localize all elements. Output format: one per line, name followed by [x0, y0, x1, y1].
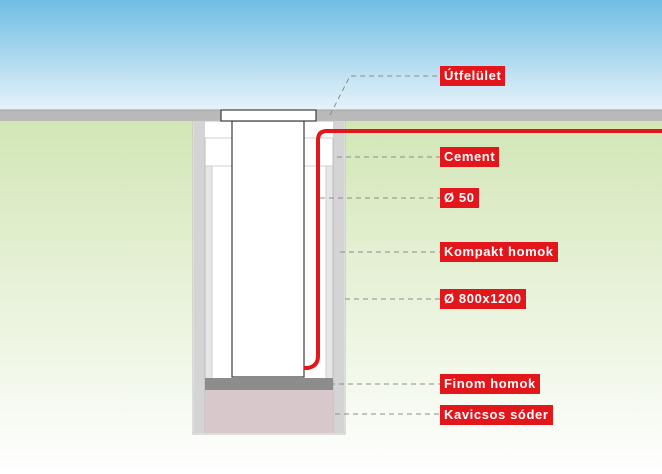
label-fine-sand: Finom homok [440, 374, 540, 394]
label-road-surface: Útfelület [440, 66, 506, 86]
road-surface [0, 110, 662, 121]
post-body [231, 120, 305, 378]
pit-wall-left-inner [205, 166, 212, 378]
pit-wall-left-outer [194, 121, 205, 433]
pit-wall-right-outer [333, 121, 344, 433]
post-cap [220, 109, 317, 122]
gravel-layer [205, 390, 333, 433]
label-hole-size: Ø 800x1200 [440, 289, 526, 309]
leader-lines [320, 75, 440, 415]
leader-road [329, 75, 440, 116]
label-pipe-diameter: Ø 50 [440, 188, 479, 208]
label-compact-sand: Kompakt homok [440, 242, 558, 262]
pit-wall-right-inner [326, 166, 333, 378]
cable [304, 129, 662, 370]
label-gravel: Kavicsos sóder [440, 405, 553, 425]
fine-sand-layer [205, 378, 333, 390]
label-cement: Cement [440, 147, 500, 167]
sky-background [0, 0, 662, 110]
